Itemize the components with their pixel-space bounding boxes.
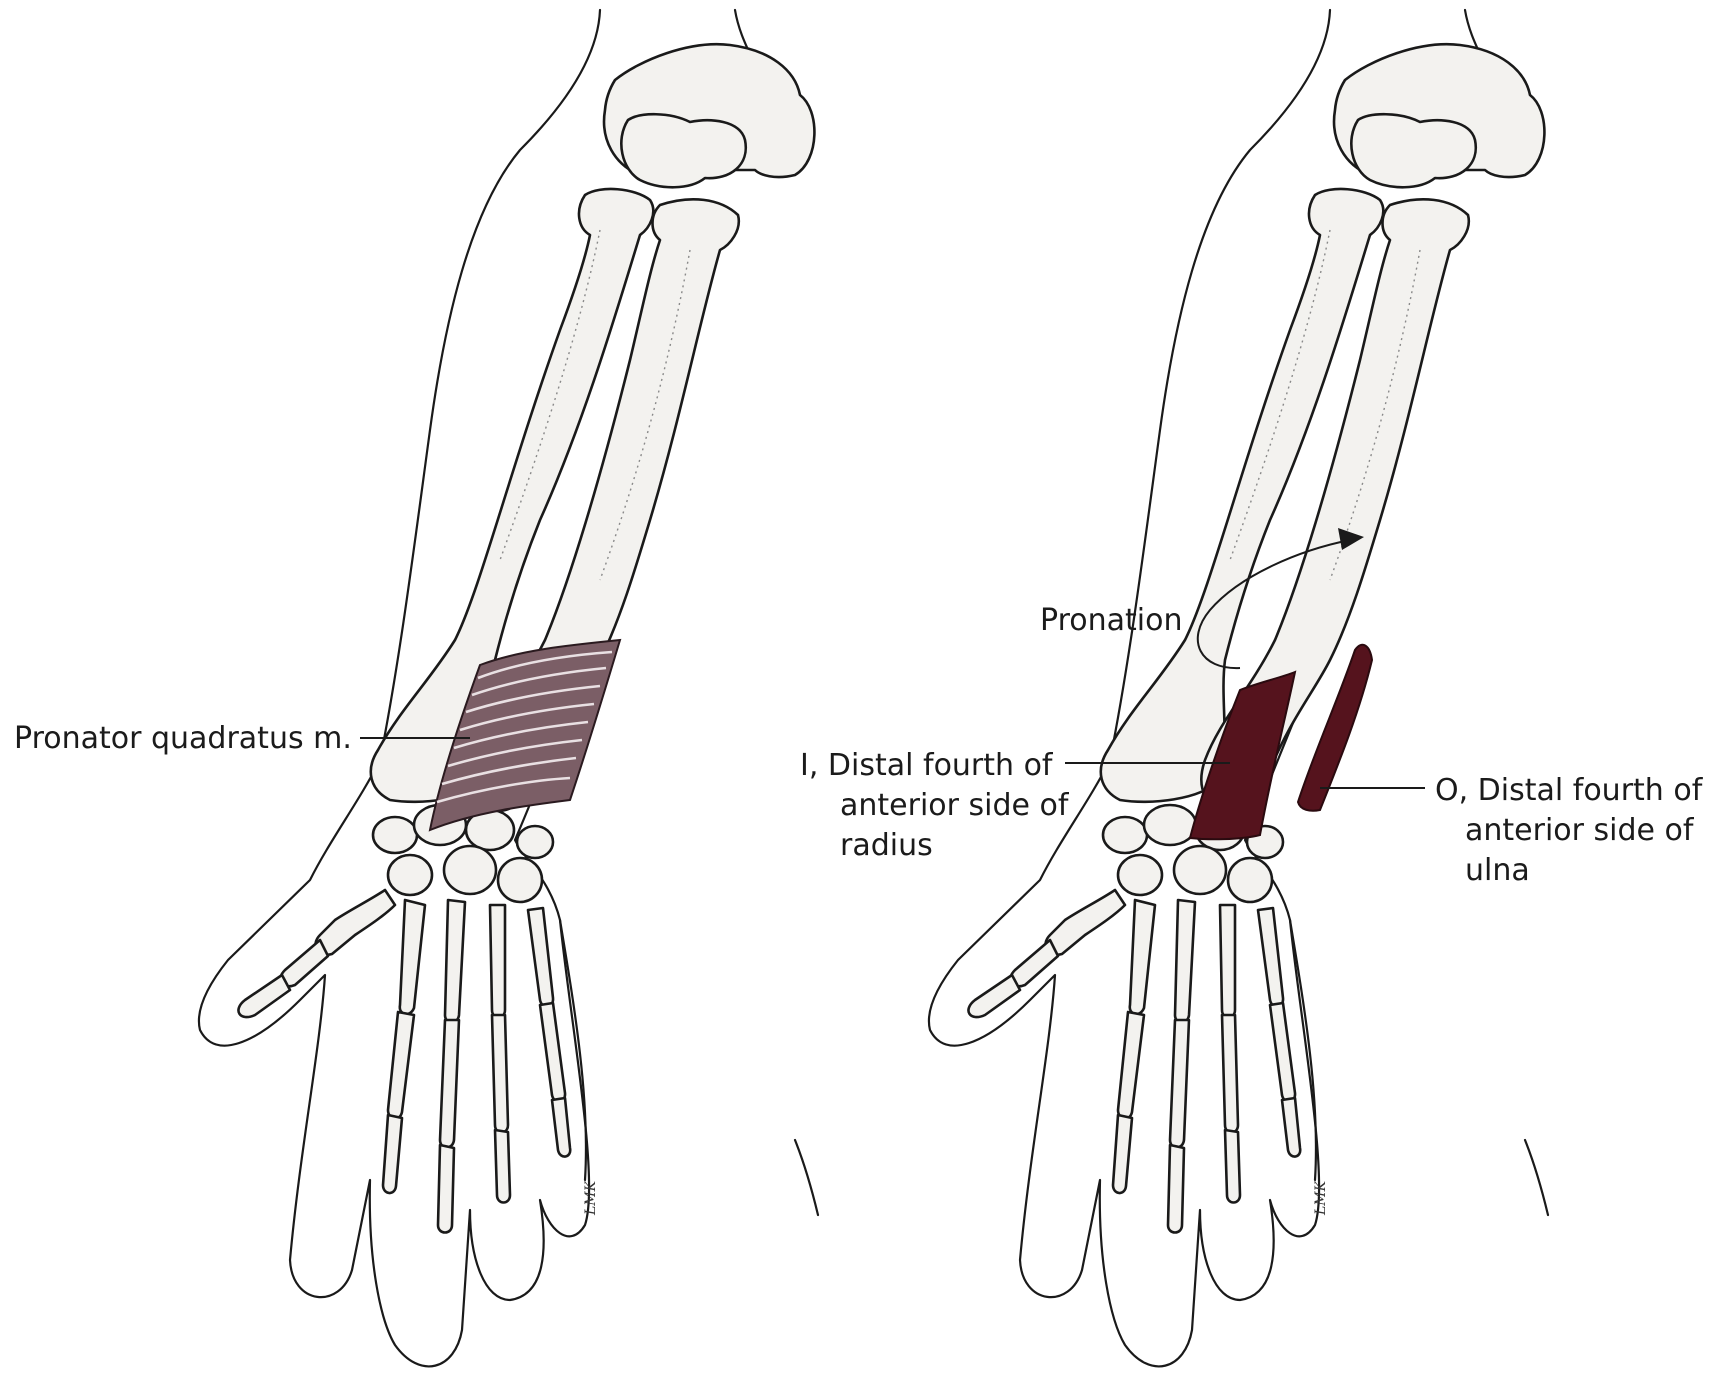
origin-label-line3: ulna (1465, 853, 1530, 888)
insertion-label-line1: I, Distal fourth of (800, 748, 1054, 783)
origin-label-line1: O, Distal fourth of (1435, 773, 1704, 808)
origin-label-line2: anterior side of (1465, 813, 1695, 848)
artist-signature-right: LMK (1313, 1179, 1329, 1216)
pronator-quadratus-label: Pronator quadratus m. (14, 721, 352, 756)
insertion-label-line2: anterior side of (840, 788, 1070, 823)
right-forearm-hand-bones (929, 10, 1548, 1366)
pronation-label: Pronation (1040, 603, 1182, 638)
insertion-label-line3: radius (840, 828, 933, 863)
artist-signature-left: LMK (583, 1179, 599, 1216)
left-panel: Pronator quadratus m. LMK (14, 10, 818, 1366)
right-panel: Pronation I, Distal fourth of anterior s… (800, 10, 1704, 1366)
